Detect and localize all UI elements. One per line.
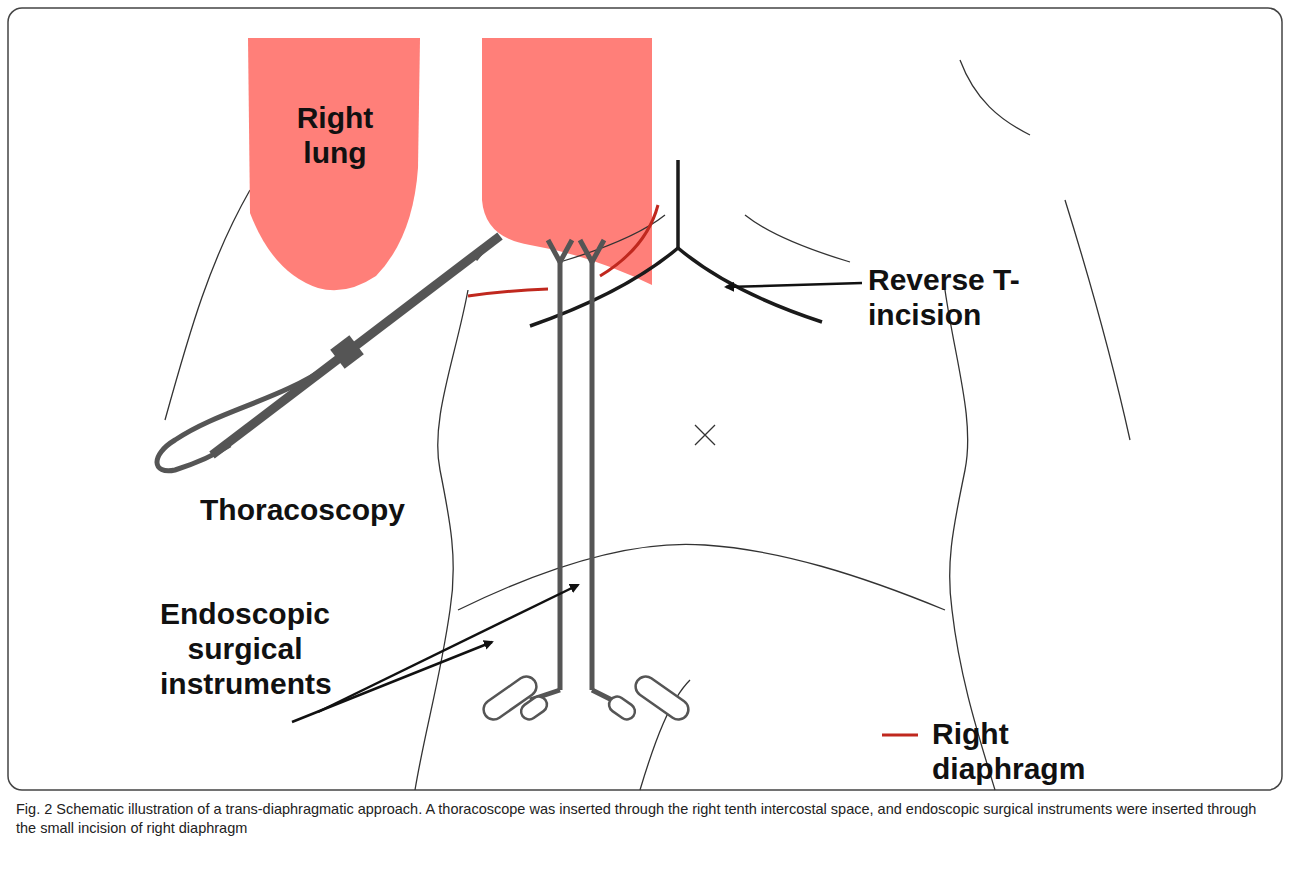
endoscopic-instrument <box>530 240 612 700</box>
left-lung <box>482 38 652 285</box>
legend-text: Right diaphragm <box>932 716 1082 786</box>
figure-caption: Fig. 2 Schematic illustration of a trans… <box>16 800 1266 838</box>
callout-label: Reverse T-incision <box>868 262 1068 332</box>
callout-label: Thoracoscopy <box>200 492 420 527</box>
callout-label: Endoscopic surgical instruments <box>160 596 330 701</box>
lung-fill <box>248 38 420 290</box>
legend-line-sample <box>882 734 918 737</box>
lung-shape: Right lung <box>248 38 423 293</box>
right-diaphragm <box>468 205 658 296</box>
organ-label: Right lung <box>280 100 390 170</box>
instrument-handle <box>480 673 693 724</box>
reverse-t-incision <box>530 160 822 326</box>
figure-frame <box>8 8 1282 790</box>
